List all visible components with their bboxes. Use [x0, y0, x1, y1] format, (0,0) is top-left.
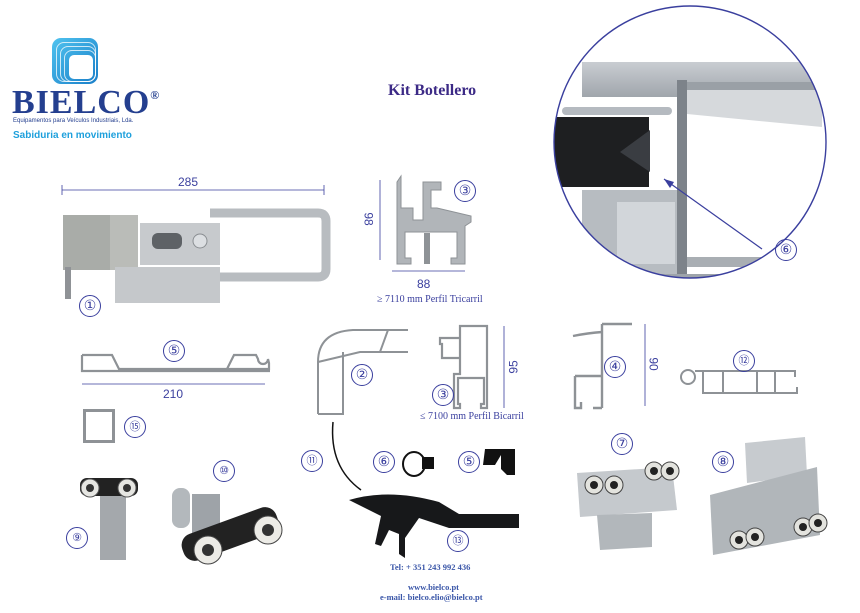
part-number-1: ① [79, 295, 101, 317]
roller-hanger-image [80, 478, 138, 560]
brand-tagline: Sabiduria en movimiento [13, 130, 132, 141]
dimension-88: 88 [417, 277, 431, 291]
part-number-6: ⑤ [458, 451, 480, 473]
part-number-9: ⑧ [712, 451, 734, 473]
bicarril-caption: ≤ 7100 mm Perfil Bicarril [420, 411, 524, 422]
cable-image [331, 421, 362, 491]
part-number-7: ⑥ [373, 451, 395, 473]
bielco-logo-icon [52, 38, 98, 84]
part-number-3-bicarril: ③ [432, 384, 454, 406]
part-number-2: ② [351, 364, 373, 386]
dimension-285: 285 [178, 175, 199, 189]
brand-name: BIELCO® [12, 84, 161, 121]
part-number-13: ⑫ [733, 350, 755, 372]
tricarril-caption: ≥ 7110 mm Perfil Tricarril [377, 294, 483, 305]
part-number-14: ⑬ [447, 530, 469, 552]
roller-carriage-bracket-image [710, 437, 828, 555]
rubber-gasket-image [402, 451, 434, 477]
part-number-10: ⑨ [66, 527, 88, 549]
part-number-3-tricarril: ③ [454, 180, 476, 202]
contact-website[interactable]: www.bielco.pt [408, 582, 459, 592]
part-number-4: ④ [604, 356, 626, 378]
contact-email[interactable]: e-mail: bielco.elio@bielco.pt [380, 592, 483, 602]
flat-profile-image [80, 353, 271, 385]
square-tube-image [83, 409, 115, 443]
contact-phone: Tel: + 351 243 992 436 [390, 562, 471, 572]
part-number-11: ⑩ [213, 460, 235, 482]
roller-kit-image [172, 488, 283, 565]
part-number-6-callout: ⑥ [775, 239, 797, 261]
dimension-90: 90 [646, 357, 661, 371]
dimension-210: 210 [163, 387, 184, 401]
dimension-98: 98 [361, 212, 376, 226]
corner-profile-image [317, 329, 408, 415]
latch-handle-image [61, 185, 331, 303]
detail-view [553, 5, 827, 279]
dimension-95: 95 [506, 360, 521, 374]
part-number-15: ⑮ [124, 416, 146, 438]
part-number-8: ⑦ [611, 433, 633, 455]
page-title: Kit Botellero [388, 82, 477, 99]
rubber-seal-image [483, 449, 515, 475]
part-number-12: ⑪ [301, 450, 323, 472]
roller-carriage-plate-image [577, 461, 680, 550]
bicarril-profile-image [438, 324, 505, 410]
double-channel-profile-image [680, 369, 798, 394]
tricarril-profile-image [379, 174, 472, 272]
rail-profile-image [572, 322, 646, 410]
brand-subtitle: Equipamentos para Veículos Industriais, … [13, 118, 134, 124]
part-number-5: ⑤ [163, 340, 185, 362]
black-handle-image [349, 494, 519, 558]
